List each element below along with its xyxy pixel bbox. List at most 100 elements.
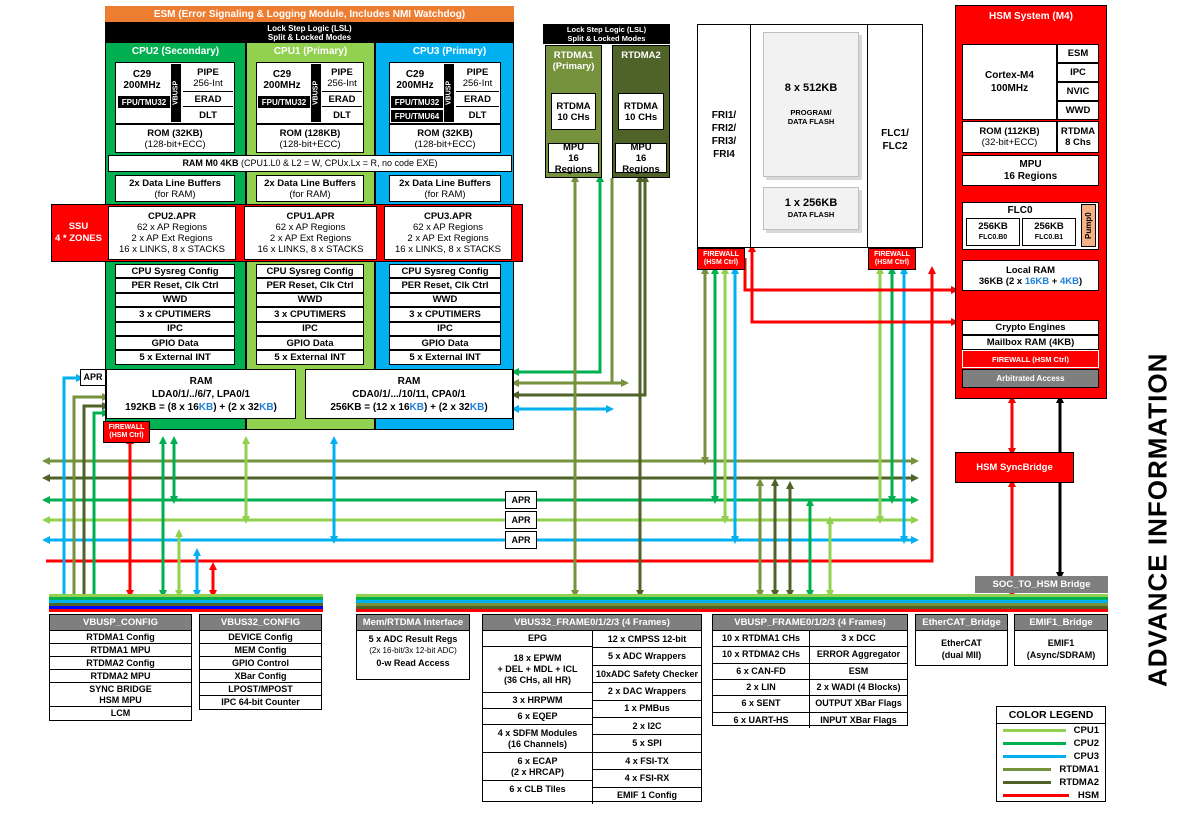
dlb-label: 2x Data Line Buffers bbox=[129, 177, 221, 189]
ram-lda: RAM LDA0/1/../6/7, LPA0/1 192KB = (8 x 1… bbox=[106, 369, 296, 419]
legend-label: RTDMA1 bbox=[1059, 764, 1099, 775]
cpu3-title: CPU3 (Primary) bbox=[412, 45, 487, 57]
cpu1-apr: CPU1.APR 62 x AP Regions 2 x AP Ext Regi… bbox=[244, 206, 377, 260]
wire-ram-cpu2-left bbox=[92, 409, 110, 598]
hsm-core: Cortex-M4 100MHz bbox=[962, 44, 1057, 120]
cpu3-periph-6: 5 x External INT bbox=[389, 350, 501, 365]
cpu3-apr-l2: 2 x AP Ext Regions bbox=[407, 233, 489, 244]
cpu2-periph-2: WWD bbox=[115, 292, 235, 308]
cpu3-apr-title: CPU3.APR bbox=[423, 211, 473, 222]
dlb-sub: (for RAM) bbox=[424, 188, 466, 200]
emif1-body: EMIF1 (Async/SDRAM) bbox=[1026, 638, 1096, 660]
cpu3-apr: CPU3.APR 62 x AP Regions 2 x AP Ext Regi… bbox=[384, 206, 512, 260]
cpu3-vbusp: VBUSP bbox=[444, 64, 454, 122]
wire-flash-hsm bbox=[748, 244, 959, 326]
ram-cda: RAM CDA0/1/.../10/11, CPA0/1 256KB = (12… bbox=[305, 369, 513, 419]
frame-cell: INPUT XBar Flags bbox=[820, 714, 897, 725]
legend-label: HSM bbox=[1077, 790, 1099, 801]
hsm-esm: ESM bbox=[1057, 44, 1099, 63]
cpu1-apr-l2: 2 x AP Ext Regions bbox=[269, 233, 352, 244]
hsm-rom-sub: (32-bit+ECC) bbox=[981, 137, 1038, 148]
cpu2-periph-1: PER Reset, Clk Ctrl bbox=[115, 278, 235, 293]
ram-m0-label: RAM M0 4KB bbox=[182, 158, 239, 168]
cpu1-data-line-buffers: 2x Data Line Buffers(for RAM) bbox=[256, 175, 364, 202]
cpu3-pipe-sub: 256-Int bbox=[462, 77, 493, 89]
vbusp-config-item: RTDMA1 Config bbox=[50, 631, 191, 644]
cpu2-title: CPU2 (Secondary) bbox=[131, 45, 220, 57]
cpu2-apr: CPU2.APR 62 x AP Regions 2 x AP Ext Regi… bbox=[108, 206, 236, 260]
cpu3-periph-0: CPU Sysreg Config bbox=[389, 264, 501, 279]
fri-label: FRI1/ FRI2/ FRI3/ FRI4 bbox=[711, 110, 737, 160]
cpu3-rom: ROM (32KB) (128-bit+ECC) bbox=[389, 124, 501, 153]
rtdma2-core: RTDMA 10 CHs bbox=[618, 93, 664, 130]
vbusp-config-item: RTDMA2 Config bbox=[50, 657, 191, 670]
hsm-firewall: FIREWALL (HSM Ctrl) bbox=[962, 350, 1099, 368]
vbusp-config-item: LCM bbox=[110, 708, 131, 718]
cpu2-apr-title: CPU2.APR bbox=[147, 211, 197, 222]
lsl-banner: Lock Step Logic (LSL) Split & Locked Mod… bbox=[105, 22, 514, 43]
cpu2-periph-4: IPC bbox=[115, 321, 235, 336]
cpu1-pipe-sub: 256-Int bbox=[327, 77, 357, 89]
wire-ram-right-cpu2 bbox=[511, 174, 604, 376]
cpu3-erad: ERAD bbox=[456, 93, 499, 107]
esm-banner: ESM (Error Signaling & Logging Module, I… bbox=[105, 6, 514, 22]
legend-label: CPU1 bbox=[1073, 725, 1099, 736]
frame-cell: OUTPUT XBar Flags bbox=[810, 696, 907, 713]
cpu3-periph-3: 3 x CPUTIMERS bbox=[389, 307, 501, 322]
cpu3-data-line-buffers: 2x Data Line Buffers(for RAM) bbox=[389, 175, 501, 202]
firewall-flc: FIREWALL (HSM Ctrl) bbox=[868, 248, 916, 270]
ram-lda-l2: 192KB = (8 x 16KB) + (2 x 32KB) bbox=[125, 401, 277, 413]
wire-ram-rtdma1-left bbox=[72, 393, 110, 598]
cpu1-periph-5: GPIO Data bbox=[256, 335, 364, 351]
hsm-local-ram-size: 36KB (2 x 16KB + 4KB) bbox=[978, 275, 1083, 287]
advance-information-label: ADVANCE INFORMATION bbox=[1142, 352, 1173, 688]
cpu3-pipe-label: PIPE bbox=[466, 66, 489, 78]
legend-swatch bbox=[1003, 742, 1066, 745]
frame-cell: 3 x HRPWM bbox=[483, 693, 592, 709]
cpu1-rom-sub: (128-bit+ECC) bbox=[279, 138, 341, 150]
cpu2-core: C29 200MHz bbox=[123, 69, 161, 91]
cpu3-rom-sub: (128-bit+ECC) bbox=[414, 138, 476, 150]
hsm-flc0-b1-size: 256KB bbox=[1034, 221, 1064, 232]
cpu2-periph-3: 3 x CPUTIMERS bbox=[115, 307, 235, 322]
flash-data: 1 x 256KB DATA FLASH bbox=[763, 187, 859, 230]
cpu1-apr-l1: 62 x AP Regions bbox=[275, 222, 346, 233]
legend-title: COLOR LEGEND bbox=[997, 707, 1105, 724]
frame-cell: 6 x CAN-FD bbox=[713, 664, 809, 680]
hsm-flc0-b1: 256KB FLC0.B1 bbox=[1022, 218, 1076, 246]
rtdma2-mpu: MPU 16 Regions bbox=[615, 142, 667, 175]
frame-bus-stripe bbox=[356, 594, 1108, 612]
frame-cell: 5 x SPI bbox=[593, 735, 701, 753]
vbus32-config-item: MEM Config bbox=[200, 644, 321, 657]
cpu3-fpu: FPU/TMU32 bbox=[391, 96, 443, 108]
emif1-title: EMIF1_Bridge bbox=[1015, 615, 1107, 631]
cpu1-erad: ERAD bbox=[322, 93, 362, 107]
frame-cell: 12 x CMPSS 12-bit bbox=[593, 631, 701, 649]
vbusp-config-item: SYNC BRIDGE HSM MPU bbox=[50, 683, 191, 707]
cpu2-periph-0: CPU Sysreg Config bbox=[115, 264, 235, 279]
vbusp-frame-title: VBUSP_FRAME0/1/2/3 (4 Frames) bbox=[713, 615, 907, 631]
frame-cell: 6 x UART-HS bbox=[733, 714, 789, 725]
cpu1-vbusp: VBUSP bbox=[311, 64, 321, 122]
legend-swatch bbox=[1003, 729, 1066, 732]
legend-item-cpu1: CPU1 bbox=[997, 724, 1105, 737]
frame-cell: ERROR Aggregator bbox=[810, 647, 907, 664]
dlb-label: 2x Data Line Buffers bbox=[264, 177, 356, 189]
legend-swatch bbox=[1003, 794, 1069, 797]
vbus32-config-item: DEVICE Config bbox=[200, 631, 321, 644]
hsm-arbitrated: Arbitrated Access bbox=[962, 369, 1099, 388]
hsm-pump0: Pump0 bbox=[1081, 204, 1096, 247]
hsm-flc0-b0-size: 256KB bbox=[978, 221, 1008, 232]
firewall-ram: FIREWALL (HSM Ctrl) bbox=[103, 421, 150, 443]
frame-cell: EMIF 1 Config bbox=[617, 790, 677, 801]
cpu2-data-line-buffers: 2x Data Line Buffers(for RAM) bbox=[115, 175, 235, 202]
wire-ram-rtdma2-left bbox=[82, 402, 110, 598]
hsm-rom: ROM (112KB) (32-bit+ECC) bbox=[962, 121, 1057, 153]
frame-cell: 10xADC Safety Checker bbox=[593, 666, 701, 684]
